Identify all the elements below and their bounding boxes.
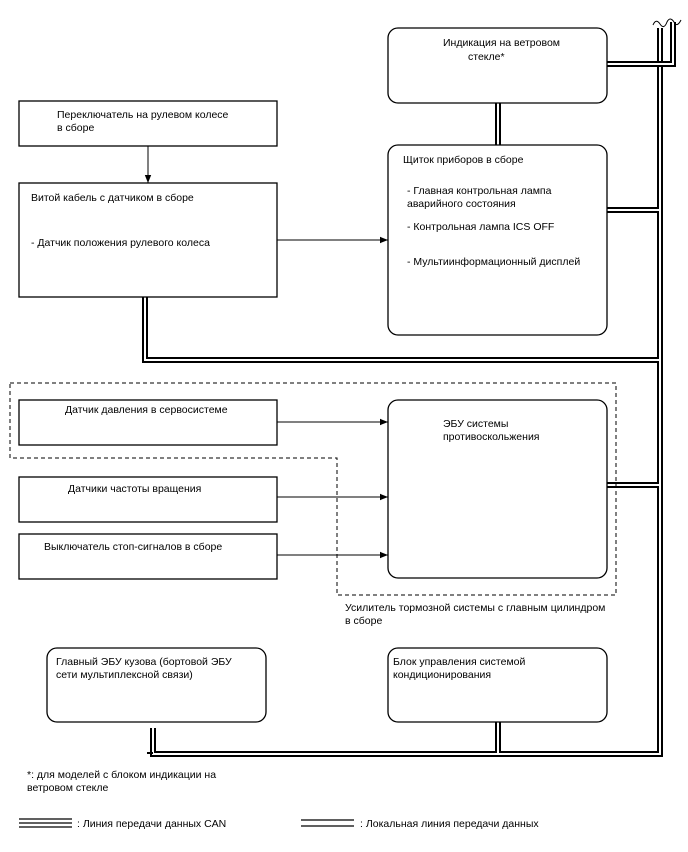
booster-group-boundary [9, 382, 617, 596]
local-bus-lines [147, 22, 676, 754]
brake-pressure-sensor-box [18, 399, 278, 446]
stop-light-switch-label: Выключатель стоп-сигналов в сборе [44, 541, 222, 553]
meter-item-ics-off: - Контрольная лампа ICS OFF [407, 221, 554, 233]
skid-ecu-box [387, 399, 608, 579]
legend-can-label: : Линия передачи данных CAN [77, 818, 226, 830]
speed-sensors-box [18, 476, 278, 523]
hud-box [387, 27, 608, 104]
can-bus-lines [142, 28, 663, 757]
spiral-cable-title: Витой кабель с датчиком в сборе [31, 192, 194, 204]
signal-arrows [144, 146, 388, 559]
legend-local-label: : Локальная линия передачи данных [360, 818, 539, 830]
legend-can: : Линия передачи данных CAN [19, 818, 226, 830]
stop-light-switch-box [18, 533, 278, 580]
spiral-cable-item: - Датчик положения рулевого колеса [31, 237, 210, 249]
meter-item-mid: - Мультиинформационный дисплей [407, 256, 580, 268]
combination-meter-box [387, 144, 608, 336]
main-body-ecu-box [46, 647, 267, 723]
legend-local: : Локальная линия передачи данных [301, 818, 539, 830]
booster-label: Усилитель тормозной системы с главным ци… [345, 602, 605, 627]
spiral-cable-box [18, 182, 278, 298]
speed-sensors-label: Датчики частоты вращения [68, 483, 201, 495]
combination-meter-title: Щиток приборов в сборе [403, 154, 524, 166]
ac-amplifier-box [387, 647, 608, 723]
meter-item-master-warning: - Главная контрольная лампа [407, 185, 552, 197]
bus-break-mark [652, 18, 682, 28]
meter-item-master-warning-cont: аварийного состояния [407, 198, 516, 210]
brake-pressure-sensor-label: Датчик давления в сервосистеме [65, 404, 228, 416]
